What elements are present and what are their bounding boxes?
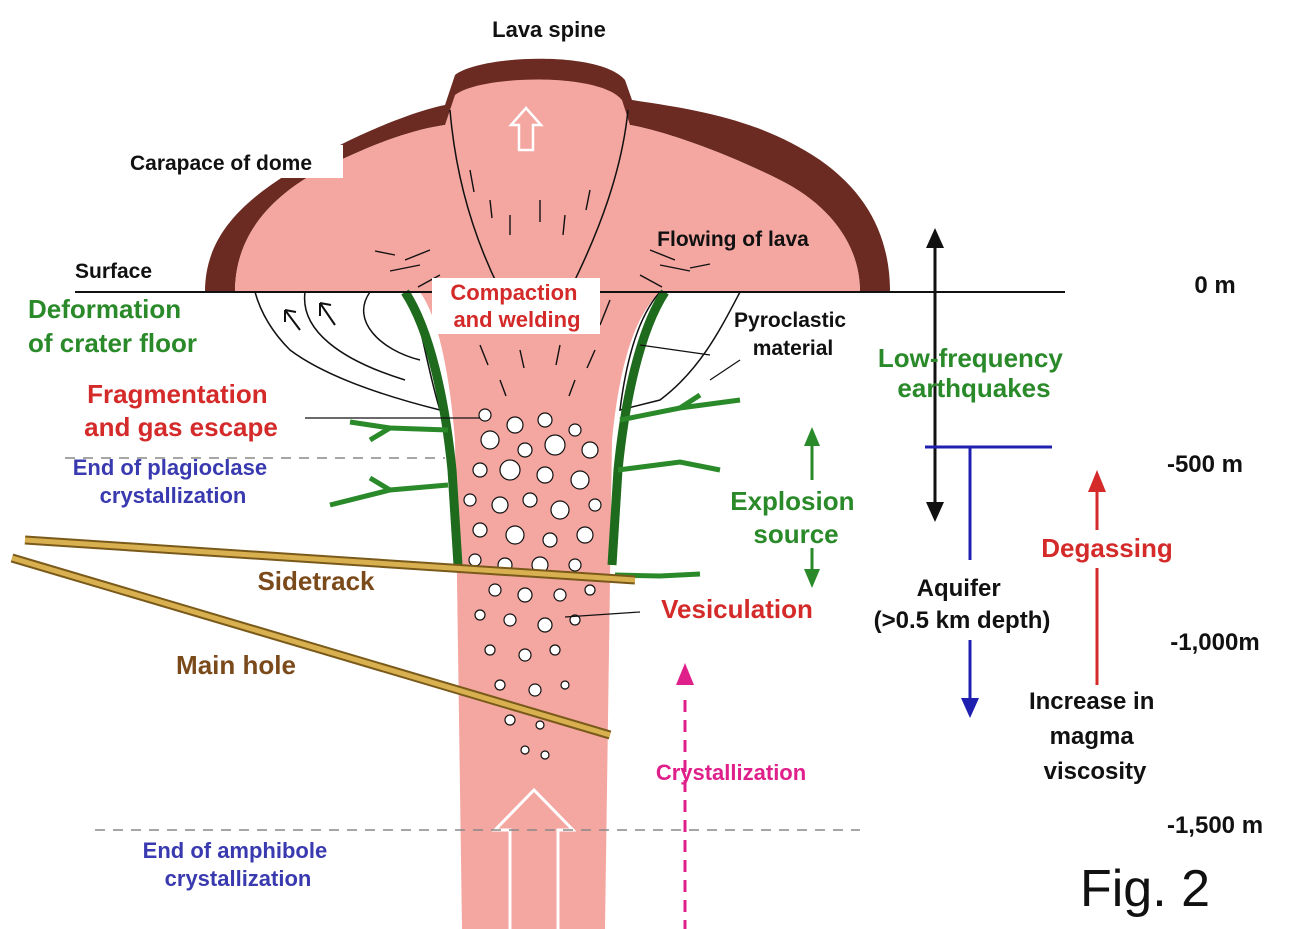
depth-0m: 0 m xyxy=(1194,272,1235,299)
vesiculation-label: Vesiculation xyxy=(661,594,813,624)
amphibole-label: End of amphibole crystallization xyxy=(143,838,334,891)
carapace-label: Carapace of dome xyxy=(130,152,312,175)
depth-500m: -500 m xyxy=(1167,451,1243,478)
sidetrack-label: Sidetrack xyxy=(257,566,375,596)
explosion-down-arrowhead xyxy=(804,569,820,588)
low-frequency-label: Low-frequency earthquakes xyxy=(878,343,1070,403)
explosion-label: Explosion source xyxy=(730,486,861,549)
depth-1500m: -1,500 m xyxy=(1167,812,1263,839)
aquifer-down-arrowhead xyxy=(961,698,979,718)
crystallization-up-arrowhead xyxy=(676,663,694,685)
deformation-label: Deformation of crater floor xyxy=(28,294,197,358)
flowing-lava-label: Flowing of lava xyxy=(657,228,809,251)
pyroclastic-leader-2 xyxy=(710,360,740,380)
dome-lava xyxy=(235,79,860,292)
aquifer-label: Aquifer (>0.5 km depth) xyxy=(874,575,1051,634)
surface-label: Surface xyxy=(75,260,152,283)
degassing-label: Degassing xyxy=(1041,533,1173,563)
crystallization-label: Crystallization xyxy=(656,760,806,785)
explosion-up-arrowhead xyxy=(804,427,820,446)
pyroclastic-label: Pyroclastic material xyxy=(734,309,852,360)
main-hole-label: Main hole xyxy=(176,650,296,680)
degassing-up-arrowhead xyxy=(1088,470,1106,492)
plagioclase-label: End of plagioclase crystallization xyxy=(73,455,274,508)
figure-number: Fig. 2 xyxy=(1080,860,1210,918)
fragmentation-label: Fragmentation and gas escape xyxy=(84,379,278,442)
earthquakes-up-arrowhead xyxy=(926,228,944,248)
depth-1000m: -1,000m xyxy=(1170,629,1259,656)
earthquakes-down-arrowhead xyxy=(926,502,944,522)
increase-viscosity-label: Increase in magma viscosity xyxy=(1029,688,1161,785)
lava-spine-label: Lava spine xyxy=(492,17,606,42)
